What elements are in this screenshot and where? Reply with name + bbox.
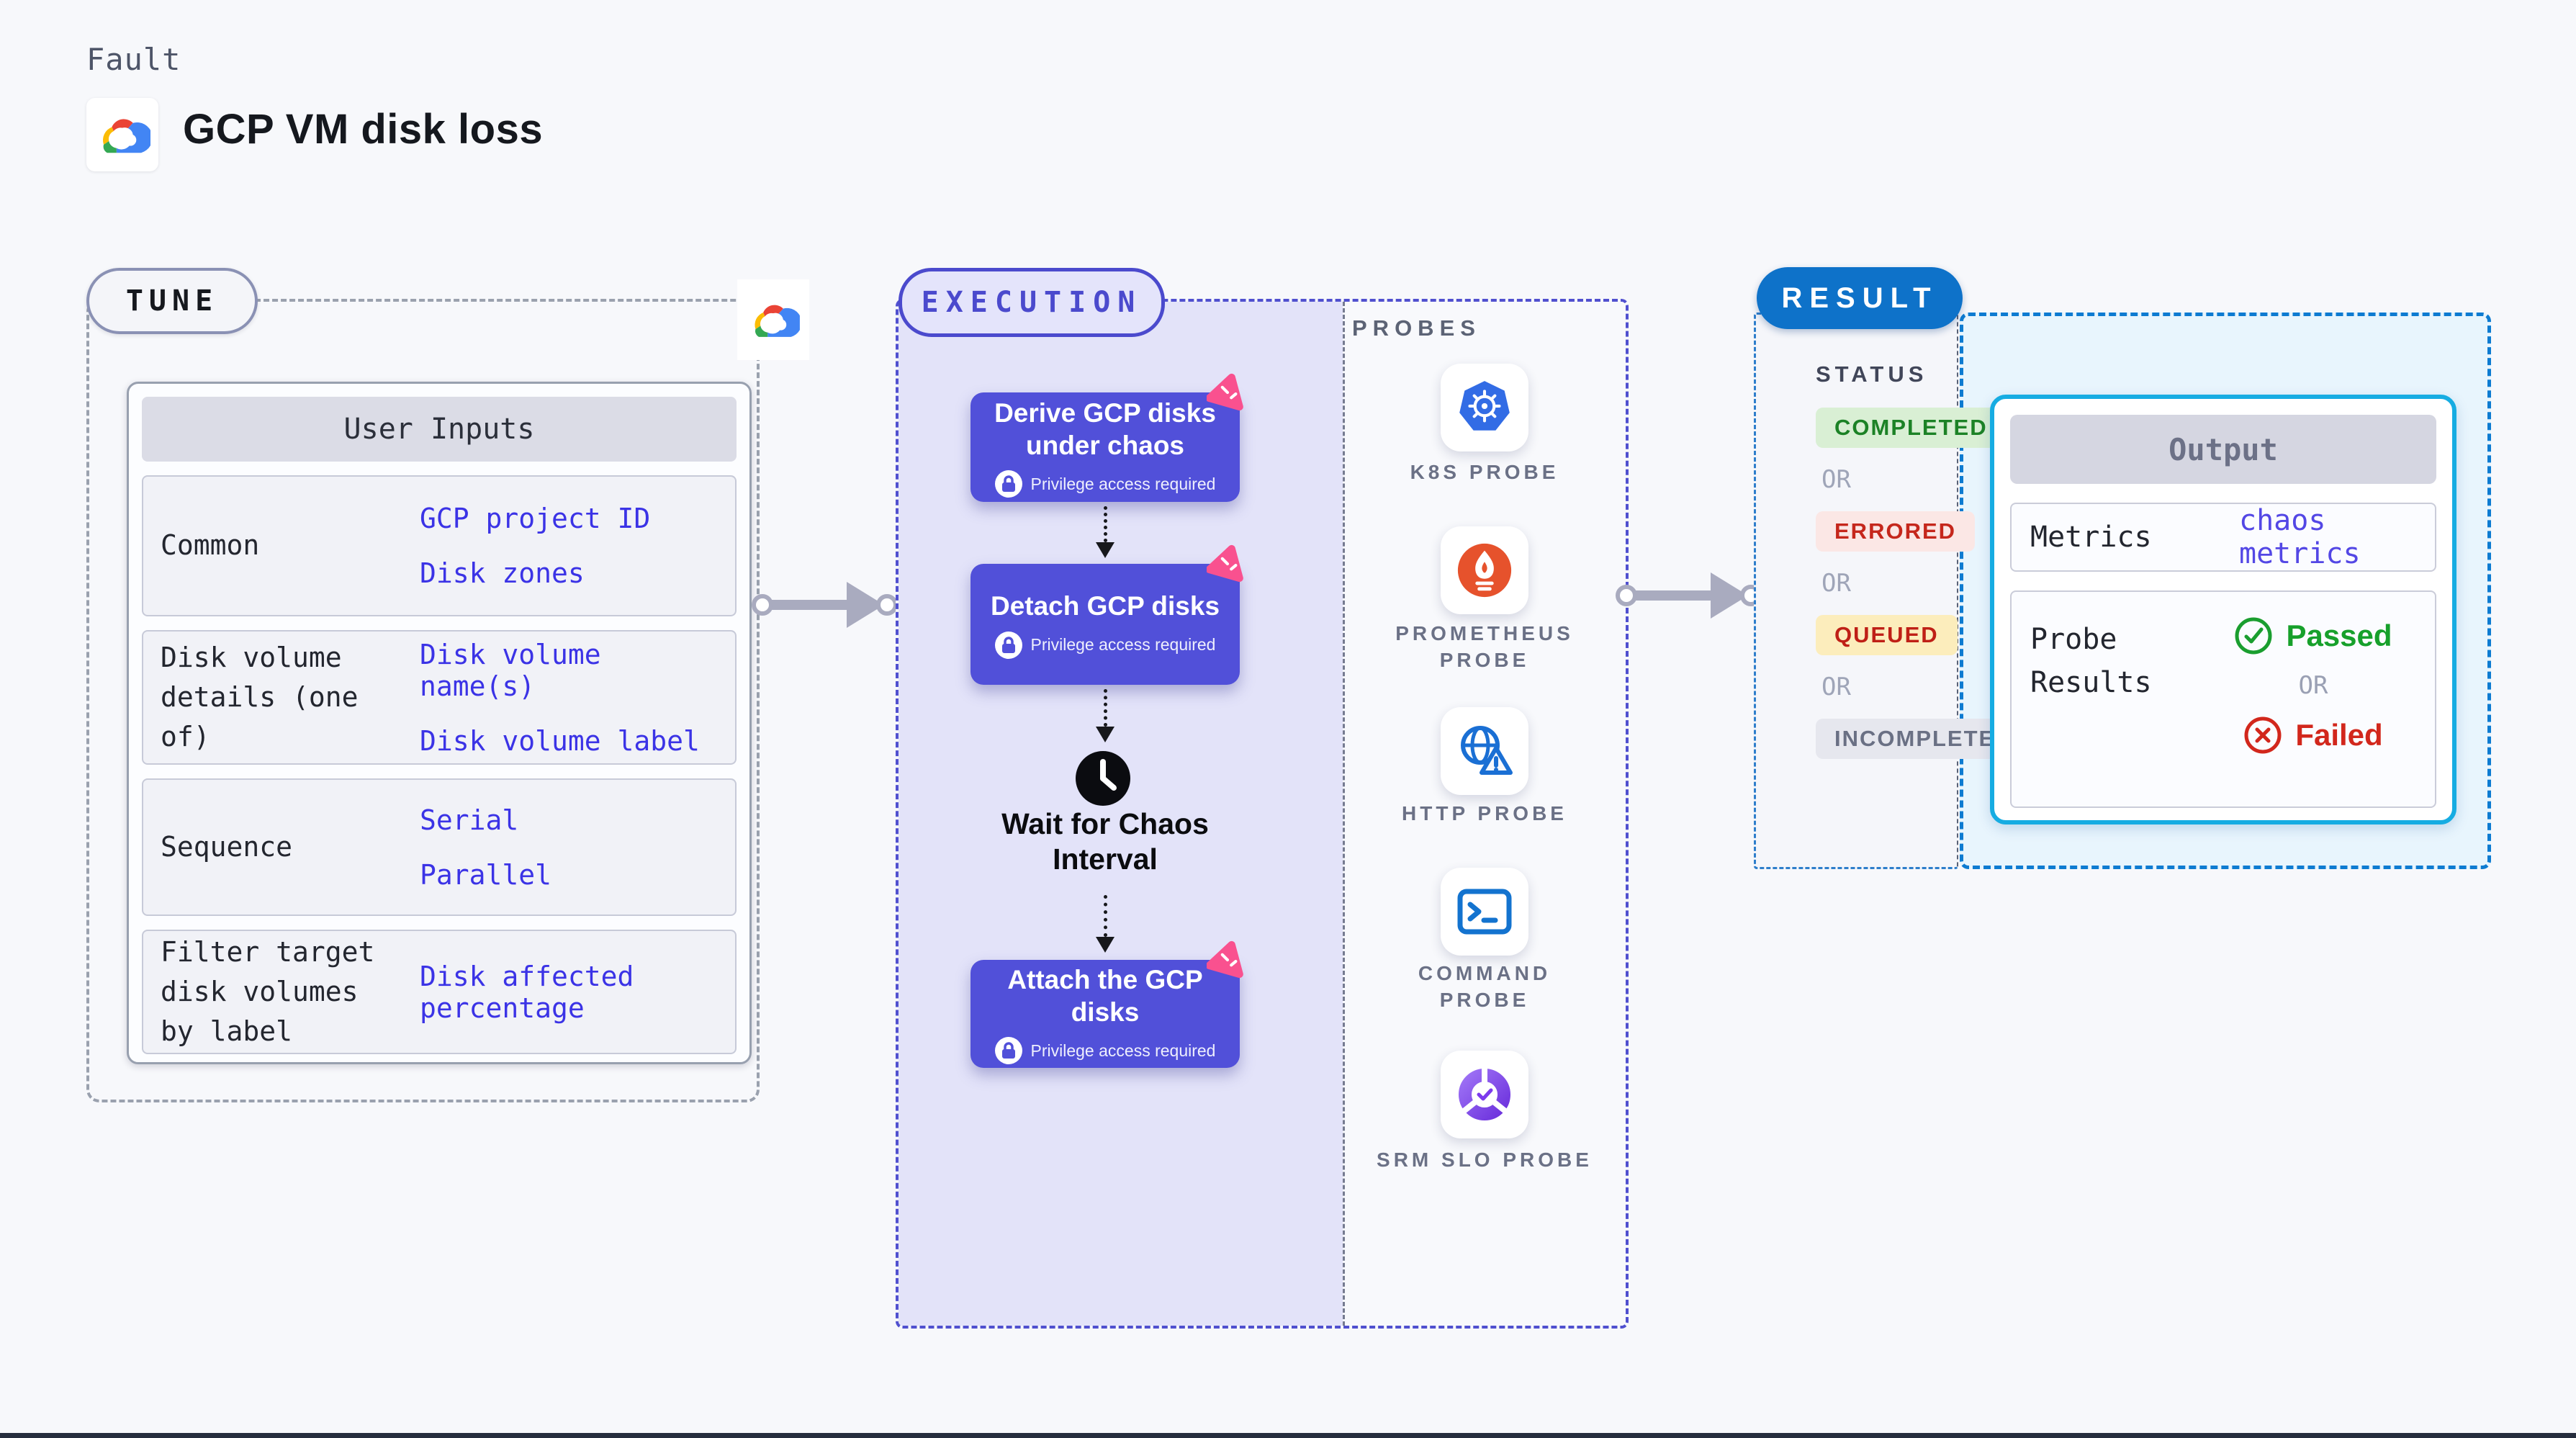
probe-tile-srm-slo (1441, 1051, 1528, 1138)
probe-label: HTTP PROBE (1402, 802, 1567, 824)
or-separator: OR (1821, 465, 1851, 494)
row-value: GCP project ID (420, 503, 651, 534)
user-input-row: Common GCP project ID Disk zones (142, 475, 737, 616)
gcp-logo-tile-small (737, 279, 809, 360)
tune-section-label: TUNE (86, 268, 258, 334)
gcp-cloud-icon (94, 112, 150, 158)
gcp-cloud-icon (747, 298, 800, 341)
user-input-row: Filter target disk volumes by label Disk… (142, 930, 737, 1054)
metrics-value: chaos metrics (2239, 504, 2361, 570)
dotted-connector (1104, 689, 1107, 727)
probes-area (1343, 302, 1626, 1326)
page-title: GCP VM disk loss (183, 106, 544, 153)
status-badge-errored: ERRORED (1816, 511, 1976, 552)
or-separator: OR (1821, 673, 1851, 701)
step-detach-gcp-disks: Detach GCP disks Privilege access requir… (970, 544, 1243, 685)
chaos-badge-icon (1207, 544, 1243, 583)
probe-tile-prometheus (1441, 526, 1528, 614)
failed-label: Failed (2295, 718, 2383, 752)
row-label: Disk volume details (one of) (161, 641, 359, 753)
or-separator: OR (1821, 569, 1851, 598)
user-input-row: Disk volume details (one of) Disk volume… (142, 630, 737, 765)
step-title: Attach the GCP disks (1007, 964, 1203, 1027)
probe-label: COMMAND PROBE (1418, 962, 1552, 1011)
dotted-connector (1104, 506, 1107, 542)
connector-arrowhead-icon (1096, 937, 1114, 953)
kubernetes-icon (1459, 381, 1510, 431)
privilege-note: Privilege access required (1030, 474, 1216, 493)
probe-label: SRM SLO PROBE (1377, 1149, 1593, 1171)
probe-tile-k8s (1441, 364, 1528, 451)
step-title: Derive GCP disks under chaos (994, 397, 1216, 460)
privilege-note: Privilege access required (1030, 1041, 1216, 1060)
row-label: Sequence (161, 830, 293, 863)
row-label: Common (161, 529, 260, 562)
result-section-label: RESULT (1757, 267, 1963, 329)
prometheus-icon (1457, 543, 1512, 598)
x-circle-icon (2244, 716, 2282, 754)
row-value: Parallel (420, 858, 552, 891)
connector-arrowhead-icon (1096, 727, 1114, 742)
lock-icon (994, 1037, 1022, 1065)
execution-section-label: EXECUTION (899, 268, 1165, 337)
step-derive-gcp-disks: Derive GCP disks under chaos Privilege a… (970, 373, 1243, 502)
terminal-icon (1457, 889, 1512, 935)
http-globe-warning-icon (1461, 726, 1513, 775)
privilege-note: Privilege access required (1030, 635, 1216, 655)
step-title: Detach GCP disks (990, 591, 1220, 621)
probe-tile-http (1441, 707, 1528, 795)
or-separator: OR (2298, 671, 2328, 700)
connector-arrowhead-icon (1096, 542, 1114, 558)
wait-for-chaos-interval-label: Wait for Chaos Interval (1001, 807, 1209, 876)
row-label: Filter target disk volumes by label (161, 935, 375, 1048)
probes-section-label: PROBES (1352, 315, 1481, 341)
probe-label: PROMETHEUS PROBE (1395, 622, 1574, 671)
chaos-badge-icon (1207, 940, 1243, 979)
lock-icon (994, 470, 1022, 498)
flow-arrow-icon (752, 582, 896, 628)
result-status-box (1754, 313, 1958, 869)
bottom-edge-bar (0, 1433, 2576, 1438)
status-badge-completed: COMPLETED (1816, 408, 2007, 448)
clock-icon (1076, 751, 1130, 806)
fault-kicker: Fault (86, 42, 181, 77)
probe-label: K8S PROBE (1410, 461, 1559, 483)
probe-tile-command (1441, 868, 1528, 956)
lock-icon (994, 631, 1022, 659)
row-value: Disk volume name(s) (420, 638, 601, 702)
user-inputs-title: User Inputs (142, 397, 737, 462)
row-value: Serial (420, 804, 519, 836)
user-inputs-card: User Inputs Common GCP project ID Disk z… (127, 382, 752, 1064)
user-input-row: Sequence Serial Parallel (142, 778, 737, 916)
probe-results-label: Probe Results (2030, 623, 2152, 699)
check-circle-icon (2235, 617, 2272, 655)
tune-section-box (86, 299, 760, 1102)
gcp-logo-tile (86, 98, 158, 171)
output-card: Output Metrics chaos metrics Probe Resul… (1990, 395, 2456, 824)
dotted-connector (1104, 895, 1107, 937)
metrics-label: Metrics (2030, 521, 2152, 554)
flow-arrow-icon (1616, 572, 1760, 619)
row-value: Disk affected percentage (420, 960, 634, 1024)
row-value: Disk zones (420, 557, 585, 589)
status-badge-queued: QUEUED (1816, 615, 1958, 655)
step-attach-gcp-disks: Attach the GCP disks Privilege access re… (970, 940, 1243, 1068)
status-heading: STATUS (1816, 361, 1928, 387)
slo-donut-check-icon (1459, 1067, 1510, 1120)
row-value: Disk volume label (420, 724, 700, 757)
output-title: Output (2010, 415, 2436, 484)
chaos-badge-icon (1207, 373, 1243, 411)
probe-results-row: Probe Results Passed OR Failed (2010, 590, 2436, 808)
passed-label: Passed (2286, 619, 2392, 652)
metrics-row: Metrics chaos metrics (2010, 503, 2436, 572)
